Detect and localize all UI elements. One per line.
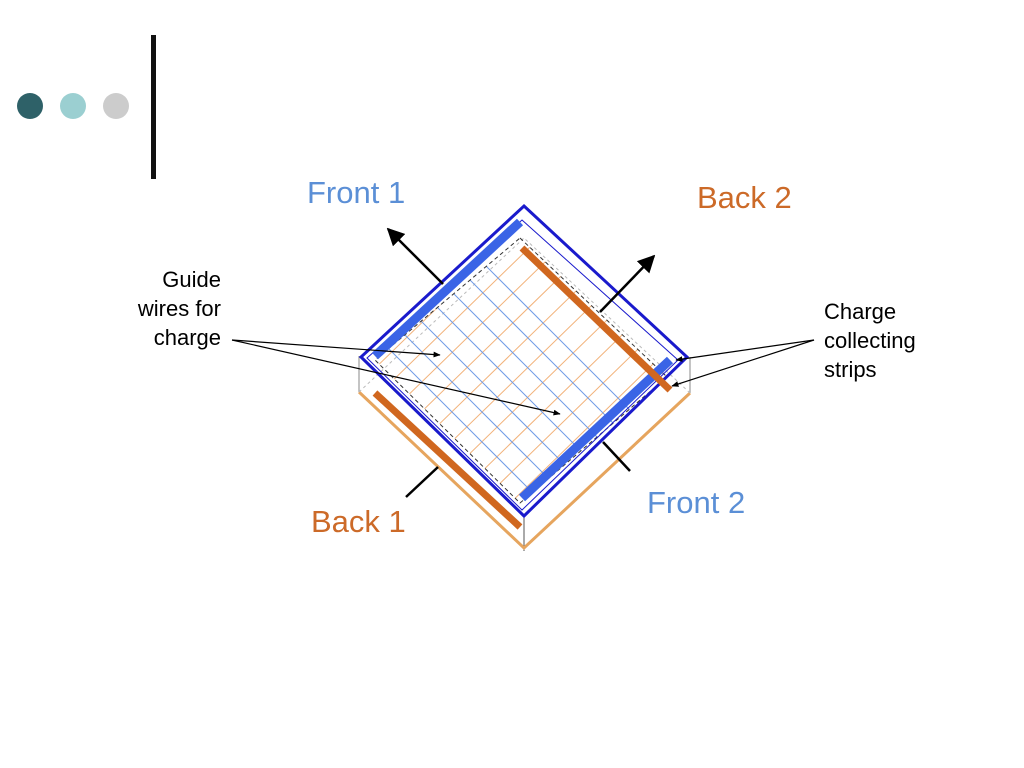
front-frame-inner — [366, 219, 679, 511]
label-front-1: Front 1 — [307, 175, 406, 210]
arrow-back-2 — [599, 254, 656, 313]
front-frame — [358, 203, 690, 519]
strip-back-2 — [519, 245, 673, 393]
label-back-2: Back 2 — [697, 180, 792, 215]
arrow-front-1 — [386, 227, 444, 285]
strip-front-2 — [518, 356, 674, 502]
inner-dashed-border — [374, 237, 668, 504]
arrow-back-1 — [405, 466, 439, 498]
bullet-dot-dark-icon — [17, 93, 43, 119]
label-charge-strips-line-2: collecting — [824, 328, 916, 353]
leader-guide-wires-1 — [231, 339, 441, 358]
label-guide-wires-line-2: wires for — [137, 296, 221, 321]
bullet-dot-light-icon — [60, 93, 86, 119]
label-guide-wires: Guide wires for charge — [120, 265, 221, 352]
label-charge-strips-line-3: strips — [824, 357, 877, 382]
label-charge-strips-line-1: Charge — [824, 299, 897, 324]
strip-back-1 — [372, 390, 523, 530]
label-charge-strips: Charge collecting strips — [824, 297, 916, 384]
arrow-front-2 — [602, 441, 631, 472]
label-guide-wires-line-1: Guide — [162, 267, 221, 292]
leader-guide-wires-2 — [231, 339, 561, 416]
label-front-2: Front 2 — [647, 485, 746, 520]
bullet-dot-gray-icon — [103, 93, 129, 119]
leader-charge-strips-2 — [671, 339, 815, 387]
leader-charge-strips-1 — [675, 339, 815, 362]
label-guide-wires-line-3: charge — [153, 325, 221, 350]
strip-front-1 — [371, 218, 524, 360]
label-back-1: Back 1 — [311, 504, 406, 539]
title-divider-bar — [151, 35, 156, 179]
